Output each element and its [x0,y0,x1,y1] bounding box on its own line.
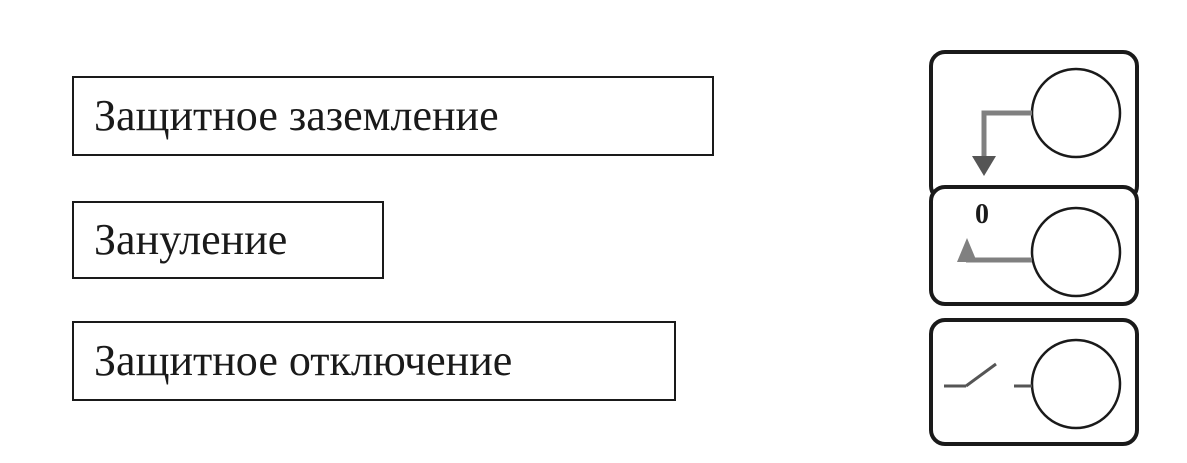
neutral-zero-icon: 0 [929,185,1139,306]
grounding-icon-line [981,110,1032,158]
neutral-icon-triangle [957,238,977,262]
neutral-icon-circle [1030,206,1122,298]
neutral-grounding-label: Зануление [94,215,288,264]
protective-grounding-box: Защитное заземление [72,76,714,156]
grounding-icon-arrowhead [972,156,996,176]
protective-disconnect-label: Защитное отключение [94,336,513,385]
switch-disconnect-icon [929,318,1139,446]
neutral-grounding-box: Зануление [72,201,384,279]
protective-disconnect-box: Защитное отключение [72,321,676,401]
disconnect-icon-switch-blade [965,362,997,388]
grounding-arrow-icon [929,50,1139,202]
neutral-icon-zero: 0 [975,199,989,230]
grounding-icon-circle [1030,67,1122,159]
protective-grounding-label: Защитное заземление [94,91,499,140]
disconnect-icon-circle [1030,338,1122,430]
